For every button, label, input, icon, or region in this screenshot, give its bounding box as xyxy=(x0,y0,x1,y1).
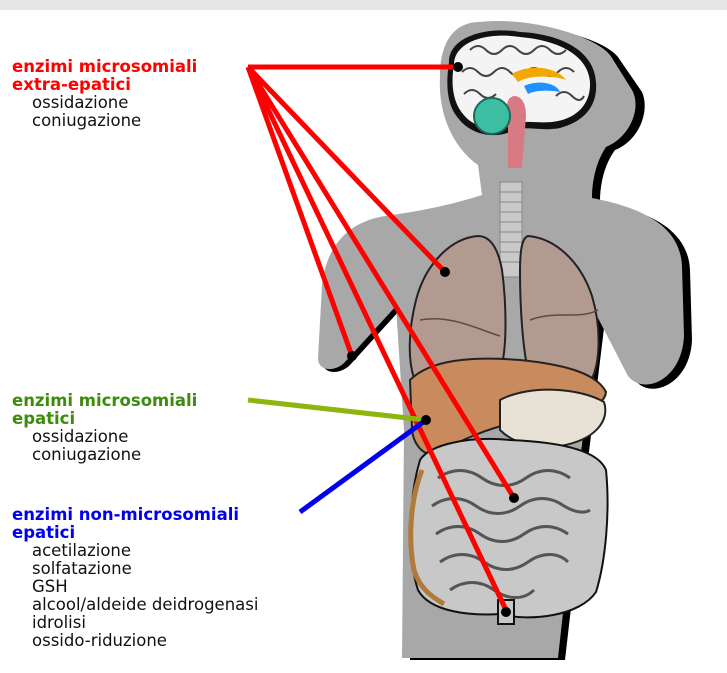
group-item: coniugazione xyxy=(12,112,197,130)
group-item: ossidazione xyxy=(12,428,197,446)
group-item: solfatazione xyxy=(12,560,258,578)
dot-intestine xyxy=(509,493,519,503)
label-group-hepatic-non-microsomal: enzimi non-microsomiali epatici acetilaz… xyxy=(12,506,258,650)
label-group-hepatic-microsomal: enzimi microsomiali epatici ossidazione … xyxy=(12,392,197,464)
group-heading-line1: enzimi non-microsomiali xyxy=(12,506,258,524)
group-heading-line1: enzimi microsomiali xyxy=(12,392,197,410)
label-group-extra-hepatic: enzimi microsomiali extra-epatici ossida… xyxy=(12,58,197,130)
group-heading-line2: epatici xyxy=(12,410,197,428)
trachea xyxy=(500,182,522,277)
group-item: ossido-riduzione xyxy=(12,632,258,650)
group-heading-line1: enzimi microsomiali xyxy=(12,58,197,76)
group-item: idrolisi xyxy=(12,614,258,632)
dot-lung xyxy=(440,267,450,277)
dot-brain xyxy=(453,62,463,72)
group-heading-line2: epatici xyxy=(12,524,258,542)
group-item: ossidazione xyxy=(12,94,197,112)
group-item: acetilazione xyxy=(12,542,258,560)
group-item: GSH xyxy=(12,578,258,596)
dot-rectum xyxy=(501,607,511,617)
dot-arm xyxy=(347,351,357,361)
green-line-liver xyxy=(248,400,426,420)
dot-liver xyxy=(421,415,431,425)
group-heading-line2: extra-epatici xyxy=(12,76,197,94)
group-item: alcool/aldeide deidrogenasi xyxy=(12,596,258,614)
group-item: coniugazione xyxy=(12,446,197,464)
